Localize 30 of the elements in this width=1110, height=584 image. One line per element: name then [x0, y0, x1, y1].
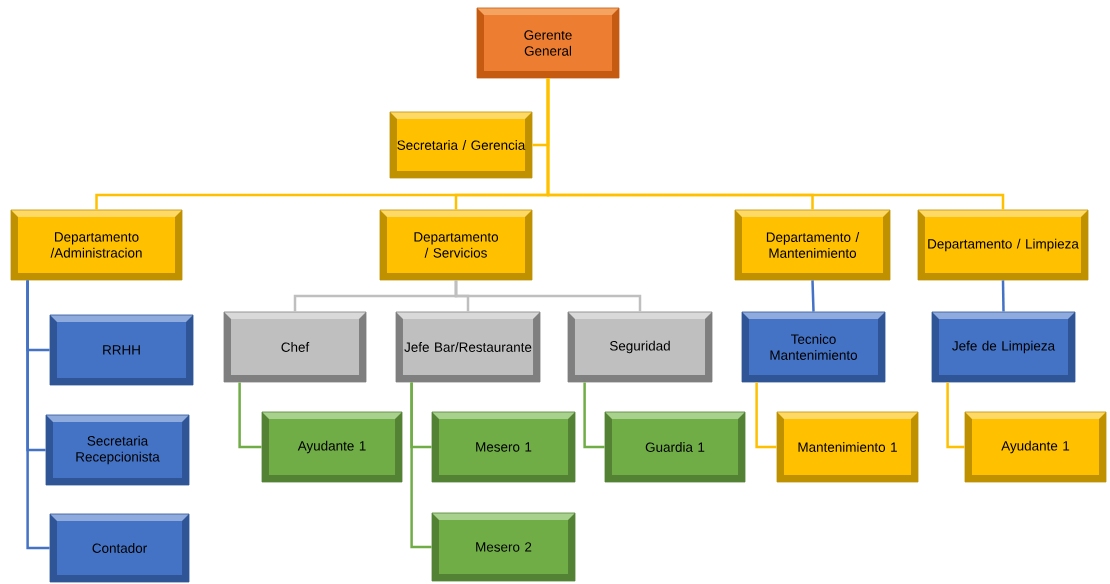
org-box: Guardia 1 [604, 411, 746, 483]
org-box: Chef [223, 311, 367, 383]
org-box: Jefe Bar/Restaurante [395, 311, 541, 383]
connector-line [26, 280, 50, 550]
org-box: Ayudante 1 [964, 411, 1107, 483]
connector-line [755, 382, 777, 449]
org-box: Seguridad [567, 311, 713, 383]
org-box: Contador [49, 513, 190, 583]
org-box: Departamento / Mantenimiento [734, 209, 891, 281]
org-box: Secretaria Recepcionista [45, 414, 190, 486]
org-box: Jefe de Limpieza [931, 311, 1076, 383]
connector-line [811, 280, 815, 312]
connector-line [946, 382, 965, 449]
connector-line [410, 382, 432, 549]
org-box: RRHH [49, 314, 194, 386]
org-box: Tecnico Mantenimiento [741, 311, 886, 383]
connector-line [454, 280, 642, 312]
org-box: Departamento /Administracion [10, 209, 183, 281]
connector-line [546, 78, 1005, 210]
org-box: Departamento / Limpieza [917, 209, 1089, 281]
org-box: Gerente General [476, 7, 620, 79]
org-box: Mesero 1 [431, 411, 576, 483]
org-box: Mantenimiento 1 [776, 411, 919, 483]
org-box: Ayudante 1 [261, 411, 403, 483]
connector-line [583, 382, 605, 449]
org-box: Departamento / Servicios [379, 209, 533, 281]
org-box: Mesero 2 [431, 512, 576, 582]
org-box: Secretaria / Gerencia [389, 111, 533, 179]
connector-line [1001, 280, 1005, 312]
connector-line [238, 382, 262, 449]
